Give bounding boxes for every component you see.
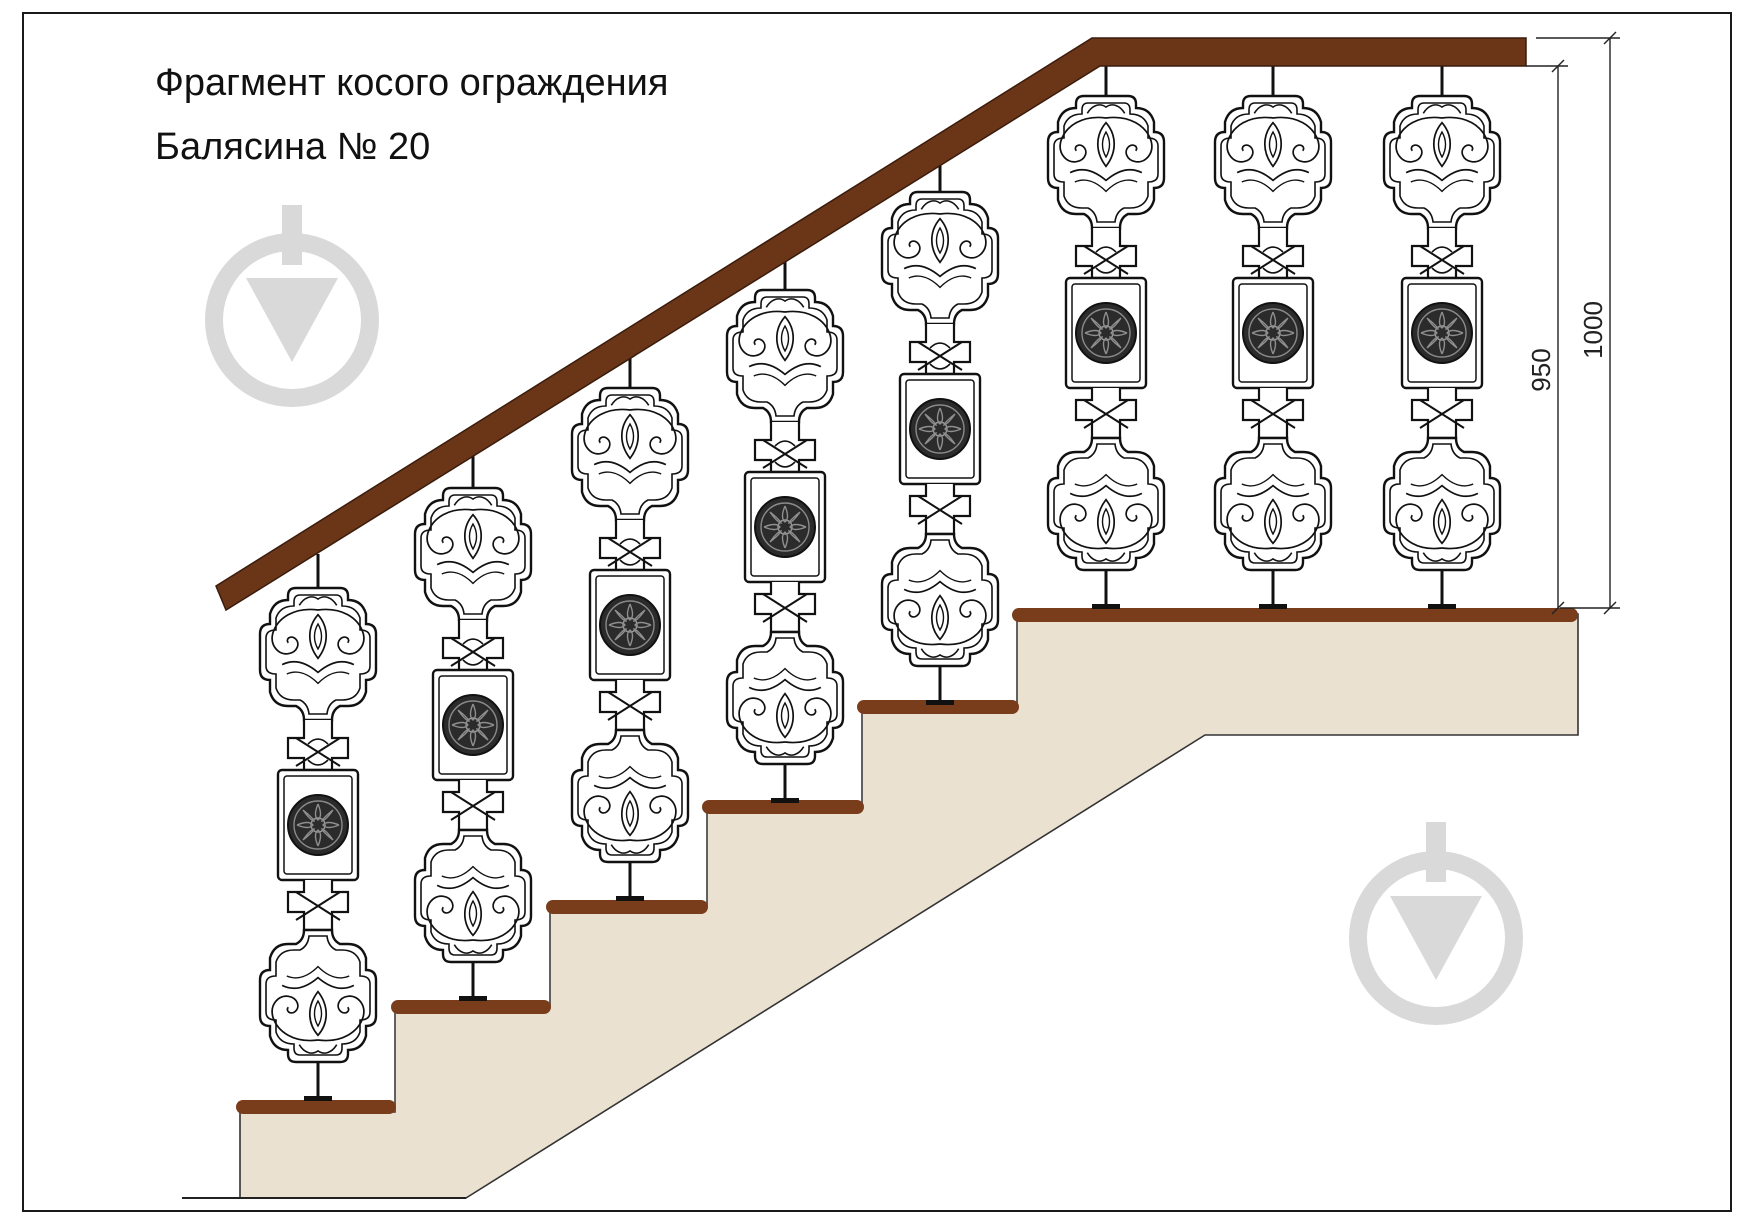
baluster [1048, 62, 1164, 609]
step-risers [394, 614, 1018, 1112]
balusters [260, 62, 1500, 1101]
drawing-title: Фрагмент косого ограждения [155, 62, 669, 104]
drawing-frame [22, 12, 1732, 1212]
dimension-1000-label: 1000 [1578, 301, 1608, 359]
baluster [572, 354, 688, 901]
dimension-950-label: 950 [1526, 348, 1556, 391]
watermark-logo-icon [1349, 822, 1523, 1025]
baluster [415, 454, 531, 1001]
baluster [1384, 62, 1500, 609]
stair-treads [236, 608, 1578, 1114]
baluster [260, 554, 376, 1101]
baluster [882, 158, 998, 705]
baluster [727, 256, 843, 803]
dimension-lines [1526, 31, 1620, 615]
watermark-logo-icon [205, 205, 379, 407]
baluster [1215, 62, 1331, 609]
baluster-label: Балясина № 20 [155, 126, 431, 168]
